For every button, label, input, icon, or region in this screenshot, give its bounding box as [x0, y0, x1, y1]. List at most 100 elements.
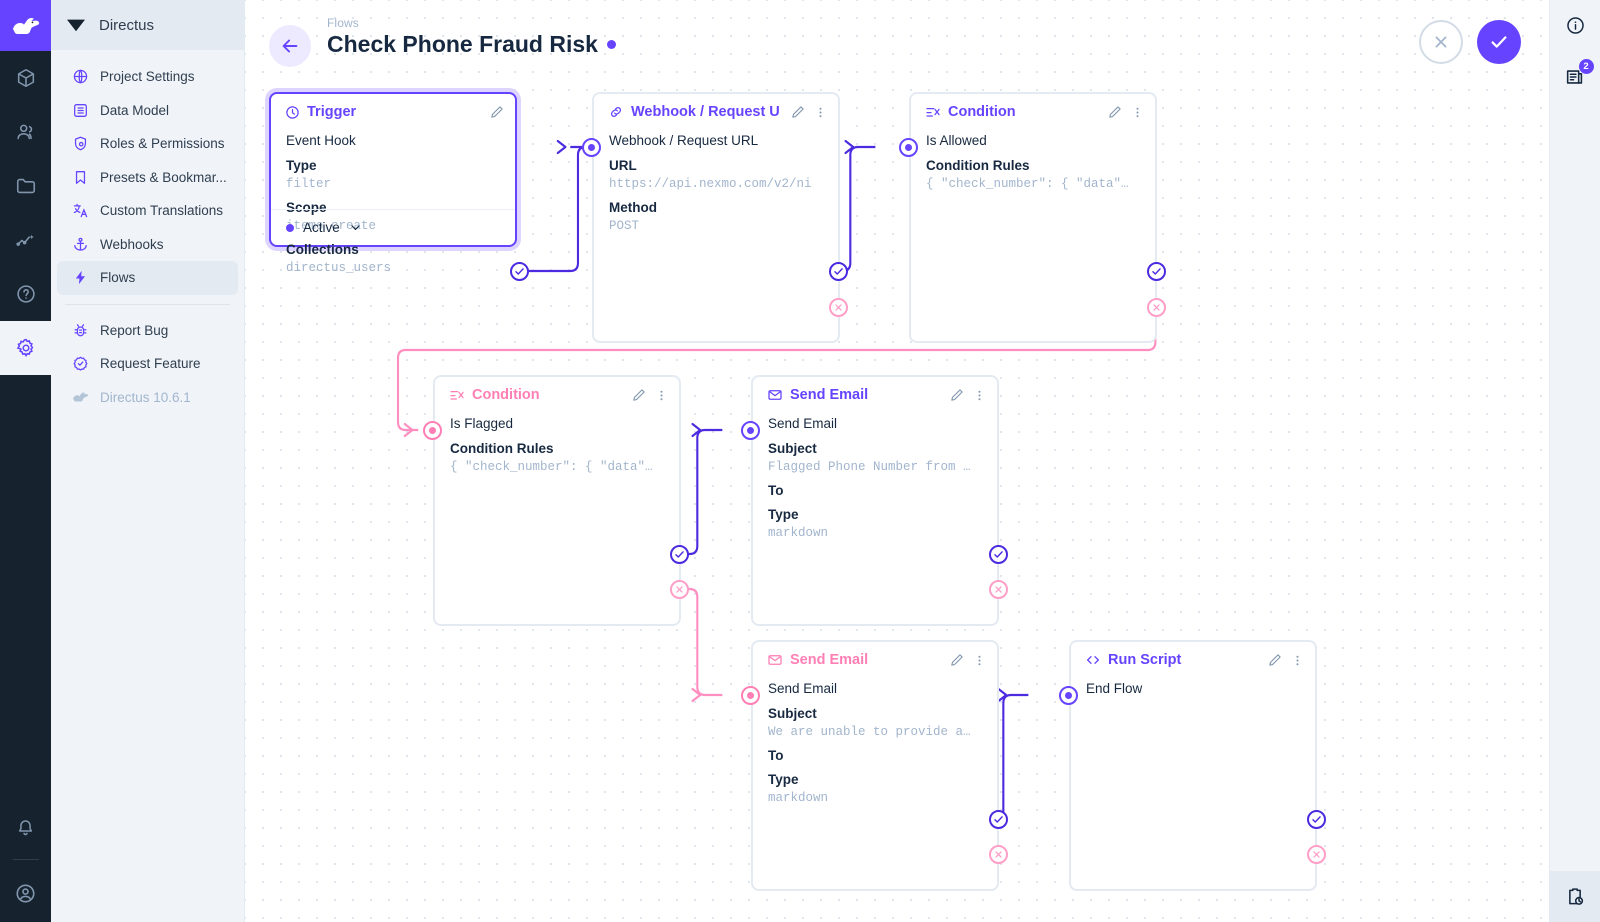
sidebar-item-roles-permissions[interactable]: Roles & Permissions: [57, 127, 238, 161]
settings-sidebar: Directus Project Settings Data Model Rol…: [51, 0, 245, 922]
port-webhook-reject[interactable]: [829, 298, 848, 317]
flow-node-send-email-unable[interactable]: Send Email Send Email Subject We are una…: [751, 640, 999, 891]
node-header: Run Script: [1071, 642, 1315, 678]
port-send-email-flagged-reject[interactable]: [989, 580, 1008, 599]
module-users[interactable]: [0, 105, 51, 159]
kebab-menu-icon[interactable]: [1130, 105, 1145, 120]
field-value: POST: [609, 219, 640, 233]
translate-icon: [71, 202, 89, 220]
logs-badge: 2: [1578, 59, 1594, 74]
directus-rabbit-small-icon: [71, 388, 89, 406]
node-title: Condition: [472, 387, 540, 403]
node-key-name: Send Email: [768, 681, 838, 696]
x-circle-icon: [1153, 304, 1160, 311]
check-icon: [1491, 36, 1507, 48]
port-run-script-resolve[interactable]: [1307, 810, 1326, 829]
check-circle-icon: [1152, 268, 1161, 275]
sidebar-item-custom-translations[interactable]: Custom Translations: [57, 194, 238, 228]
node-key-name: Webhook / Request URL: [609, 133, 759, 148]
port-trigger-resolve[interactable]: [510, 262, 529, 281]
pencil-icon[interactable]: [790, 104, 806, 120]
kebab-menu-icon[interactable]: [972, 653, 987, 668]
directus-logo[interactable]: [0, 0, 51, 51]
sidebar-item-label: Report Bug: [100, 322, 169, 338]
port-send-email-flagged-resolve[interactable]: [989, 545, 1008, 564]
port-send-email-flagged-input[interactable]: [741, 421, 760, 440]
field-value: We are unable to provide a…: [768, 725, 971, 739]
user-circle-icon: [16, 883, 35, 903]
port-webhook-input[interactable]: [582, 138, 601, 157]
port-condition-is-flagged-resolve[interactable]: [670, 545, 689, 564]
module-files[interactable]: [0, 159, 51, 213]
pencil-icon[interactable]: [1267, 652, 1283, 668]
flow-node-trigger[interactable]: Trigger Event Hook Type filter Scope ite…: [269, 92, 517, 275]
trigger-status-select[interactable]: Active: [271, 209, 515, 245]
port-send-email-unable-reject[interactable]: [989, 845, 1008, 864]
pencil-icon[interactable]: [949, 387, 965, 403]
sidebar-item-report-bug[interactable]: Report Bug: [57, 314, 238, 348]
port-run-script-input[interactable]: [1059, 686, 1078, 705]
sidebar-item-flows[interactable]: Flows: [57, 261, 238, 295]
page-header: Flows Check Phone Fraud Risk: [269, 16, 616, 67]
check-badge-icon: [71, 355, 89, 373]
flow-node-condition-is-allowed[interactable]: Condition Is Allowed Condition Rules { "…: [909, 92, 1157, 343]
kebab-menu-icon[interactable]: [1290, 653, 1305, 668]
module-insights[interactable]: [0, 213, 51, 267]
port-condition-is-flagged-input[interactable]: [423, 421, 442, 440]
port-condition-is-allowed-resolve[interactable]: [1147, 262, 1166, 281]
arrowhead-email-flagged-in: [691, 422, 702, 438]
cancel-button[interactable]: [1419, 20, 1463, 64]
sidebar-item-data-model[interactable]: Data Model: [57, 94, 238, 128]
save-button[interactable]: [1477, 20, 1521, 64]
sidebar-item-webhooks[interactable]: Webhooks: [57, 228, 238, 262]
port-condition-is-flagged-reject[interactable]: [670, 580, 689, 599]
sidebar-item-request-feature[interactable]: Request Feature: [57, 347, 238, 381]
pencil-icon[interactable]: [631, 387, 647, 403]
flow-node-send-email-flagged[interactable]: Send Email Send Email Subject Flagged Ph…: [751, 375, 999, 626]
field-label: Condition Rules: [450, 441, 554, 456]
port-run-script-reject[interactable]: [1307, 845, 1326, 864]
notifications-button[interactable]: [0, 801, 51, 855]
history-button[interactable]: [1549, 871, 1600, 922]
close-icon: [1435, 36, 1447, 48]
kebab-menu-icon[interactable]: [813, 105, 828, 120]
sidebar-item-project-settings[interactable]: Project Settings: [57, 60, 238, 94]
project-name: Directus: [99, 16, 155, 34]
info-button[interactable]: [1550, 0, 1600, 51]
question-circle-icon: [16, 285, 35, 303]
pencil-icon[interactable]: [1107, 104, 1123, 120]
module-settings[interactable]: [0, 321, 51, 375]
module-docs[interactable]: [0, 267, 51, 321]
node-title: Trigger: [307, 104, 357, 120]
port-send-email-unable-input[interactable]: [741, 686, 760, 705]
sidebar-item-presets-bookmarks[interactable]: Presets & Bookmar...: [57, 161, 238, 195]
field-label: Subject: [768, 441, 817, 456]
x-circle-icon: [995, 586, 1002, 593]
logs-button[interactable]: 2: [1550, 51, 1600, 102]
port-condition-is-allowed-input[interactable]: [899, 138, 918, 157]
flow-node-webhook[interactable]: Webhook / Request U Webhook / Request UR…: [592, 92, 840, 343]
flow-node-condition-is-flagged[interactable]: Condition Is Flagged Condition Rules { "…: [433, 375, 681, 626]
back-button[interactable]: [269, 25, 311, 67]
field-label: Subject: [768, 706, 817, 721]
kebab-menu-icon[interactable]: [972, 388, 987, 403]
project-header[interactable]: Directus: [51, 0, 244, 50]
node-actions: [949, 652, 987, 668]
sidebar-nav: Project Settings Data Model Roles & Perm…: [51, 50, 244, 414]
right-rail: 2: [1549, 0, 1600, 922]
flow-node-run-script[interactable]: Run Script End Flow: [1069, 640, 1317, 891]
breadcrumb[interactable]: Flows: [327, 16, 359, 30]
pencil-icon[interactable]: [949, 652, 965, 668]
flow-canvas[interactable]: Flows Check Phone Fraud Risk: [245, 0, 1549, 922]
port-condition-is-allowed-reject[interactable]: [1147, 298, 1166, 317]
port-send-email-unable-resolve[interactable]: [989, 810, 1008, 829]
node-key-name: Send Email: [768, 416, 838, 431]
kebab-menu-icon[interactable]: [654, 388, 669, 403]
envelope-icon: [767, 652, 783, 668]
field-label: Collections: [286, 242, 359, 257]
account-button[interactable]: [0, 864, 51, 922]
list-icon: [71, 101, 89, 119]
module-content[interactable]: [0, 51, 51, 105]
port-webhook-resolve[interactable]: [829, 262, 848, 281]
pencil-icon[interactable]: [489, 104, 505, 120]
